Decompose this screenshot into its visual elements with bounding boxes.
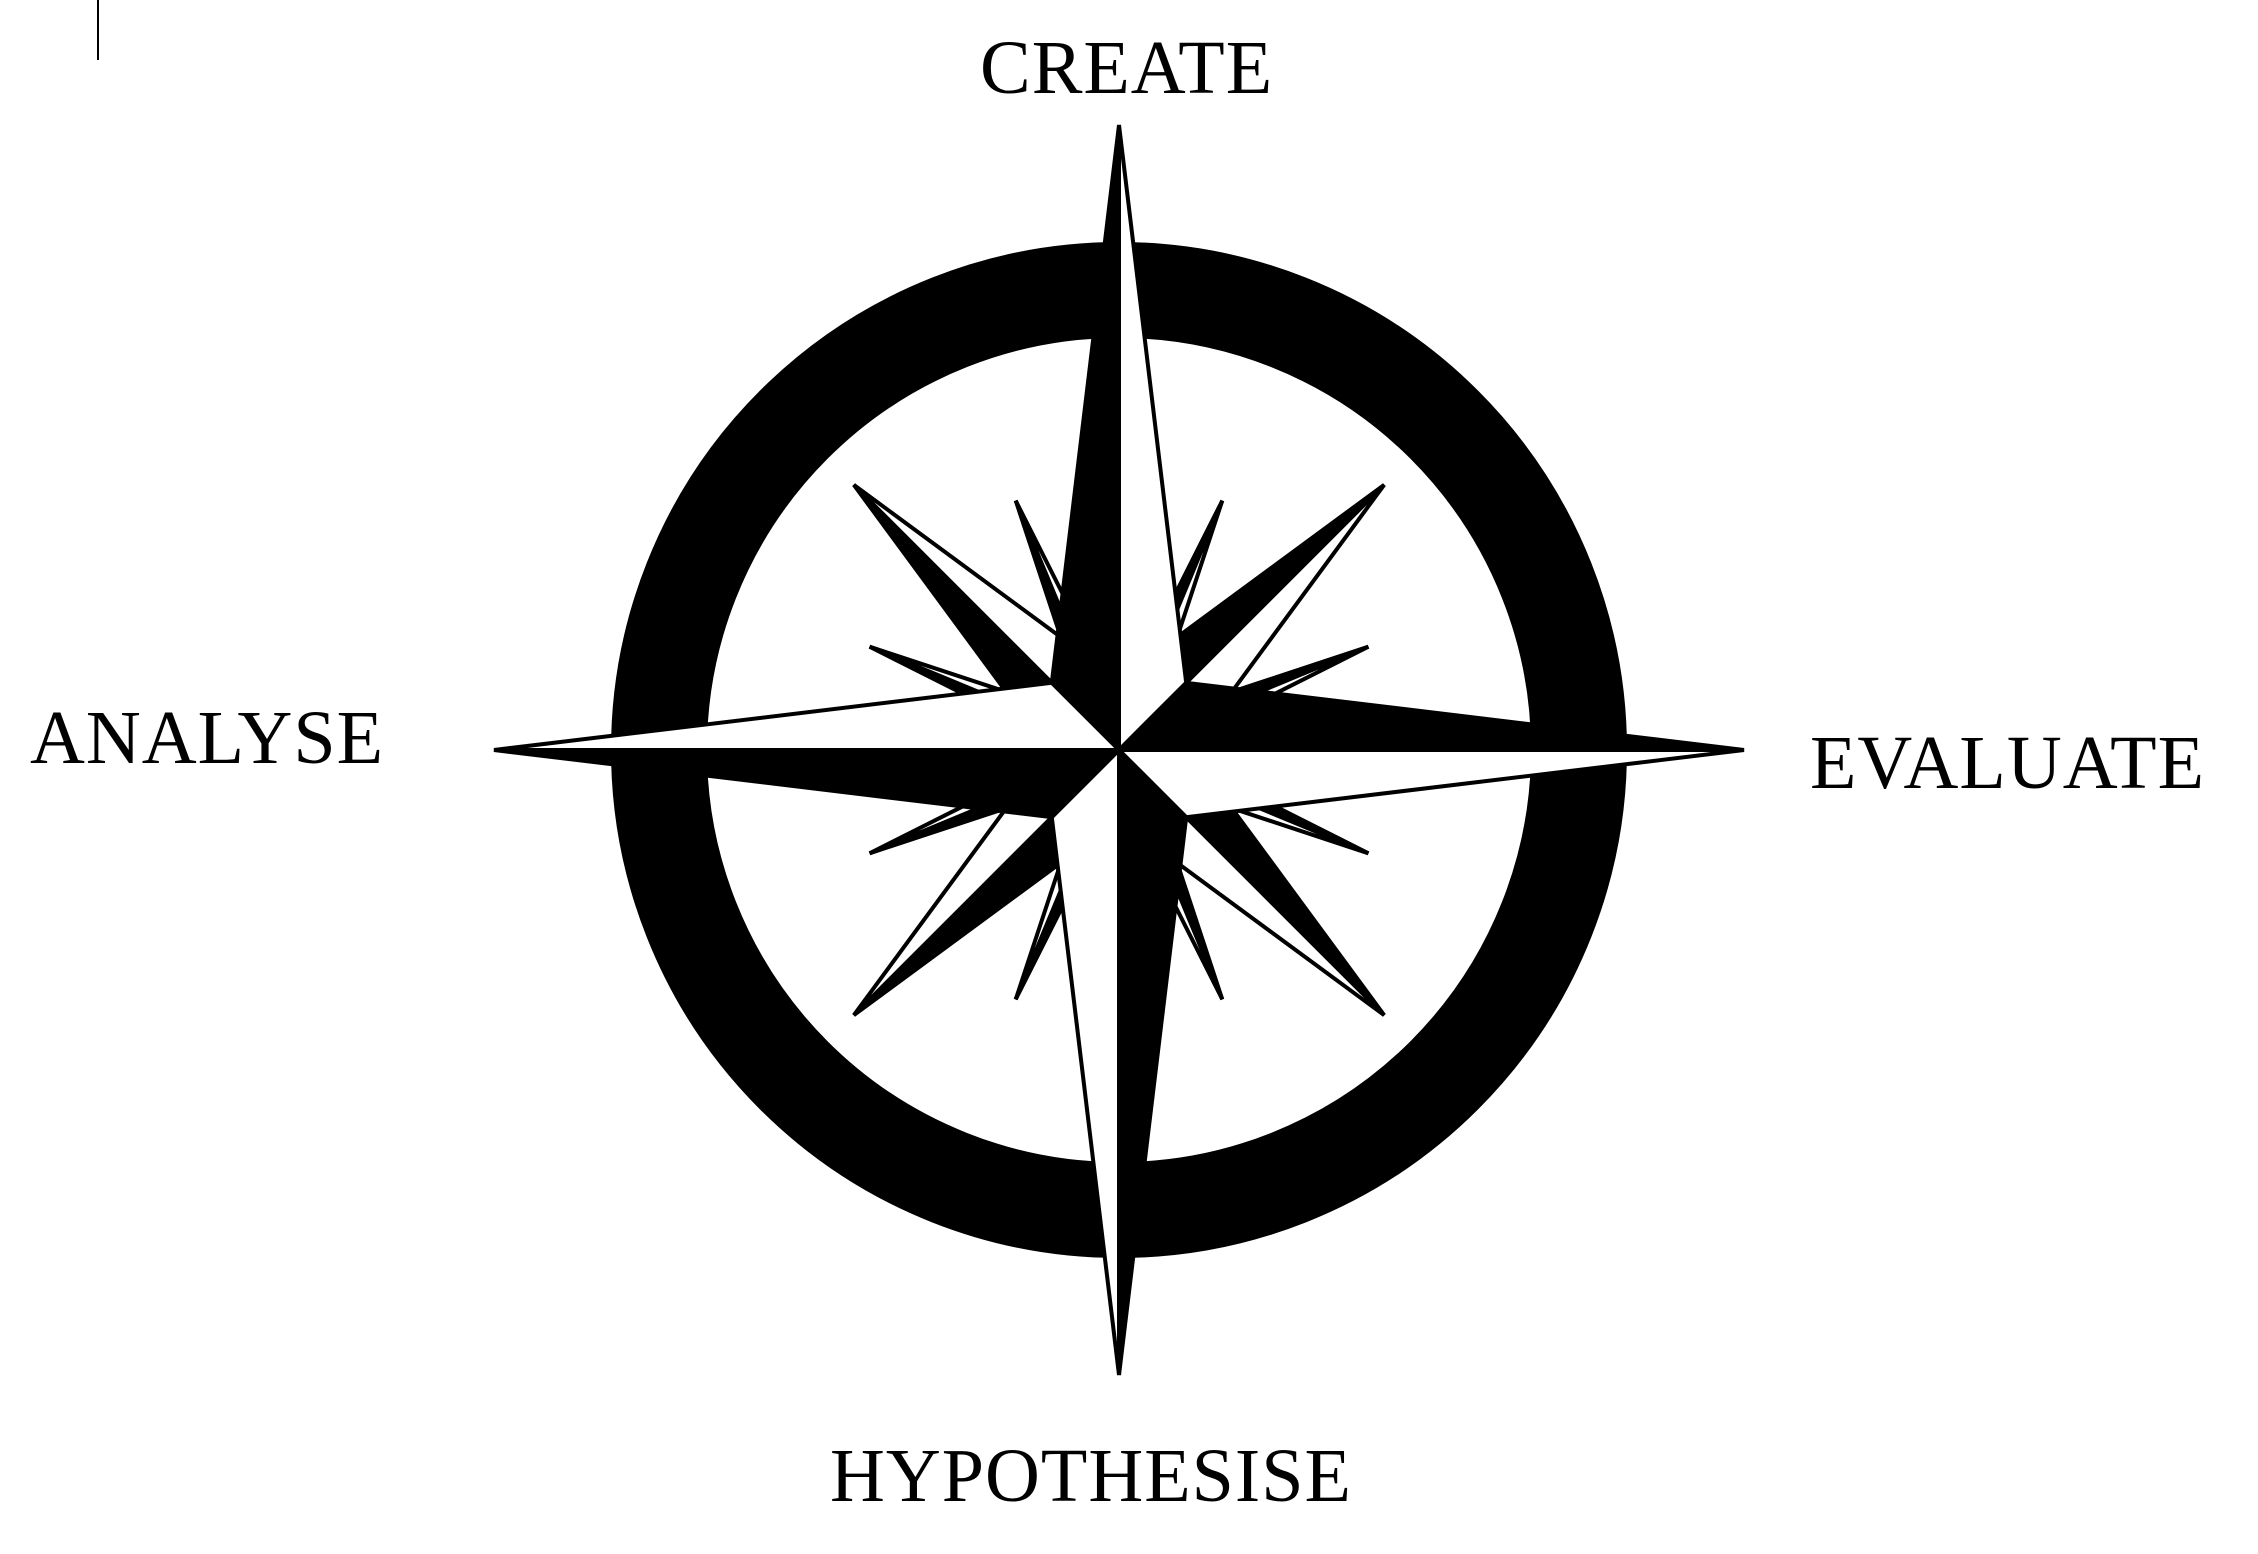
label-analyse: ANALYSE	[30, 696, 385, 780]
point-north-half-b	[1117, 124, 1189, 755]
label-create: CREATE	[980, 26, 1274, 110]
label-evaluate: EVALUATE	[1810, 721, 2206, 805]
point-south-half-a	[1117, 745, 1189, 1376]
point-east-half-b	[1114, 748, 1745, 820]
point-south-half-b	[1049, 745, 1121, 1376]
point-west-half-a	[493, 748, 1124, 820]
label-hypothesise: HYPOTHESISE	[830, 1434, 1352, 1518]
point-north-half-a	[1049, 124, 1121, 755]
text-cursor-mark	[97, 0, 99, 60]
point-east-half-a	[1114, 680, 1745, 752]
cardinal-points	[493, 124, 1745, 1376]
point-west-half-b	[493, 680, 1124, 752]
